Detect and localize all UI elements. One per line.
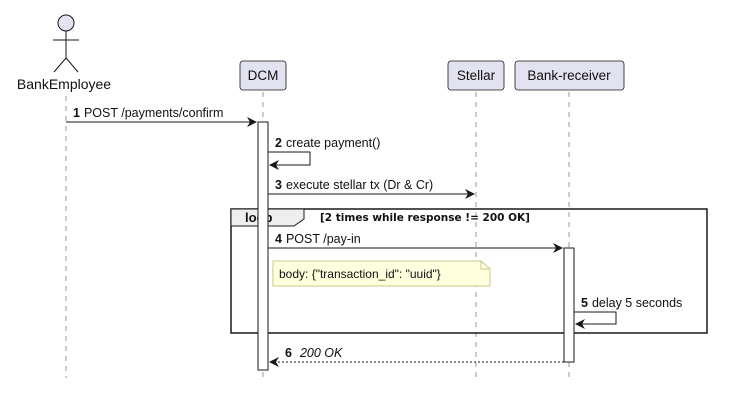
note-corner bbox=[480, 261, 490, 270]
message-1-number: 1 bbox=[73, 106, 80, 120]
message-2-arrow bbox=[268, 151, 311, 170]
message-3: 3 execute stellar tx (Dr & Cr) bbox=[268, 178, 475, 199]
message-2-number: 2 bbox=[275, 136, 282, 150]
actor-bank-employee: BankEmployee bbox=[17, 14, 111, 92]
message-6-number: 6 bbox=[285, 346, 292, 360]
message-5-text: delay 5 seconds bbox=[592, 296, 682, 310]
message-6-text: 200 OK bbox=[299, 346, 343, 360]
participant-bank-receiver: Bank-receiver bbox=[514, 60, 625, 91]
message-4: 4 POST /pay-in bbox=[268, 232, 563, 253]
note: body: {"transaction_id": "uuid"} bbox=[272, 260, 491, 287]
message-2-text: create payment() bbox=[286, 136, 380, 150]
message-2: 2 create payment() bbox=[268, 136, 380, 170]
actor-stick-figure-icon bbox=[53, 14, 79, 73]
message-4-text: POST /pay-in bbox=[286, 232, 361, 246]
activation-bank-receiver bbox=[563, 247, 575, 363]
message-4-number: 4 bbox=[275, 232, 282, 246]
loop-guard: [2 times while response != 200 OK] bbox=[320, 212, 530, 224]
message-5-label: 5 delay 5 seconds bbox=[581, 296, 682, 310]
message-5-number: 5 bbox=[581, 296, 588, 310]
message-3-number: 3 bbox=[275, 178, 282, 192]
message-5: 5 delay 5 seconds bbox=[574, 296, 682, 329]
participant-label-stellar: Stellar bbox=[457, 68, 496, 83]
message-6: 6 200 OK bbox=[269, 346, 564, 367]
message-3-label: 3 execute stellar tx (Dr & Cr) bbox=[275, 178, 433, 192]
participant-label-bank-receiver: Bank-receiver bbox=[527, 68, 611, 83]
note-text: body: {"transaction_id": "uuid"} bbox=[279, 267, 441, 281]
message-5-arrow bbox=[574, 311, 617, 329]
participant-stellar: Stellar bbox=[447, 60, 505, 91]
message-4-label: 4 POST /pay-in bbox=[275, 232, 361, 246]
message-1-text: POST /payments/confirm bbox=[84, 106, 223, 120]
message-3-text: execute stellar tx (Dr & Cr) bbox=[286, 178, 433, 192]
message-1-label: 1 POST /payments/confirm bbox=[73, 106, 223, 120]
activation-dcm bbox=[257, 121, 269, 371]
message-2-label: 2 create payment() bbox=[275, 136, 380, 150]
participant-label-dcm: DCM bbox=[248, 68, 279, 83]
participant-label-bank-employee: BankEmployee bbox=[17, 76, 111, 92]
loop-frame bbox=[230, 208, 708, 334]
message-6-label: 6 200 OK bbox=[285, 346, 343, 360]
participant-dcm: DCM bbox=[239, 60, 287, 91]
message-1: 1 POST /payments/confirm bbox=[66, 106, 257, 127]
note-box bbox=[272, 260, 491, 287]
